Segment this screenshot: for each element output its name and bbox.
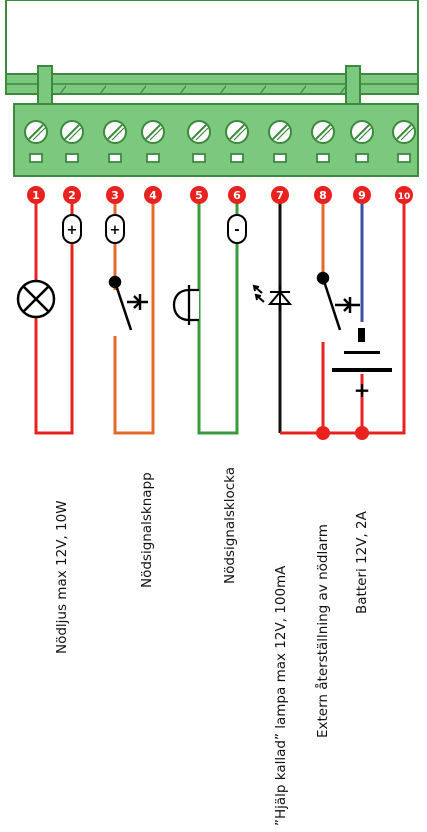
pin-number-9: 9 [358, 189, 366, 202]
terminal-screw-7 [268, 120, 292, 163]
terminal-screw-9 [350, 120, 374, 163]
labels: Nödljus max 12V, 10W Nödsignalsknapp Nöd… [54, 467, 370, 826]
battery-icon: + [332, 328, 392, 402]
label-extern-aterstallning: Extern återställning av nödlarm [314, 524, 331, 738]
pin-number-8: 8 [319, 189, 327, 202]
lamp-icon [16, 279, 56, 319]
terminal-block [5, 0, 419, 177]
pin-badge-9: 9 [353, 186, 371, 204]
junction-9 [355, 426, 369, 440]
pin-badge-8: 8 [314, 186, 332, 204]
terminal-screw-8 [311, 120, 335, 163]
pin-badge-5: 5 [190, 186, 208, 204]
terminal-body [13, 103, 419, 177]
pin-badge-6: 6 [228, 186, 246, 204]
pin-badge-2: 2 [63, 186, 81, 204]
terminal-screw-2 [60, 120, 84, 163]
pin-number-10: 10 [398, 192, 411, 202]
reset-switch-icon [316, 271, 360, 331]
label-nodsignalsklocka: Nödsignalsklocka [222, 467, 238, 584]
bus-junctions [316, 426, 369, 440]
pin-badge-10: 10 [395, 186, 413, 204]
label-nodsignalsknapp: Nödsignalsknapp [139, 472, 155, 588]
pin-number-5: 5 [195, 189, 203, 202]
wire-bus [280, 195, 406, 435]
housing-top [5, 0, 419, 75]
mount-tab-right [345, 65, 361, 107]
terminal-screw-4 [141, 120, 165, 163]
mount-tab-left [37, 65, 53, 107]
junction-8 [316, 426, 330, 440]
wire-3-low [113, 195, 155, 435]
bell-icon [172, 285, 199, 325]
pin-badge-3: 3 [106, 186, 124, 204]
terminal-screw-6 [225, 120, 249, 163]
label-nodljus: Nödljus max 12V, 10W [54, 500, 70, 654]
label-hjalp-kallad: ”Hjälp kallad” lampa max 12V, 100mA [273, 565, 289, 826]
label-batteri: Batteri 12V, 2A [354, 510, 370, 614]
pin-number-6: 6 [233, 189, 241, 202]
pin-number-7: 7 [276, 189, 284, 202]
pin-badge-7: 7 [271, 186, 289, 204]
terminal-screw-5 [187, 120, 211, 163]
pin-badge-4: 4 [144, 186, 162, 204]
polarity-pin2: + [67, 223, 78, 238]
battery-plus-sign: + [354, 378, 371, 402]
terminal-screw-1 [24, 120, 48, 163]
pin-number-3: 3 [111, 189, 119, 202]
terminal-screw-10 [392, 120, 416, 163]
pin-number-2: 2 [68, 189, 76, 202]
wires [34, 195, 406, 435]
led-icon [252, 284, 293, 312]
pin-number-1: 1 [32, 189, 40, 202]
polarity-pin3: + [110, 223, 121, 238]
polarity-marks: + + - [62, 214, 247, 244]
terminal-screw-3 [103, 120, 127, 163]
pin-number-4: 4 [149, 189, 157, 202]
polarity-pin6: - [234, 223, 239, 238]
push-button-icon [108, 275, 148, 331]
pin-badge-1: 1 [27, 186, 45, 204]
